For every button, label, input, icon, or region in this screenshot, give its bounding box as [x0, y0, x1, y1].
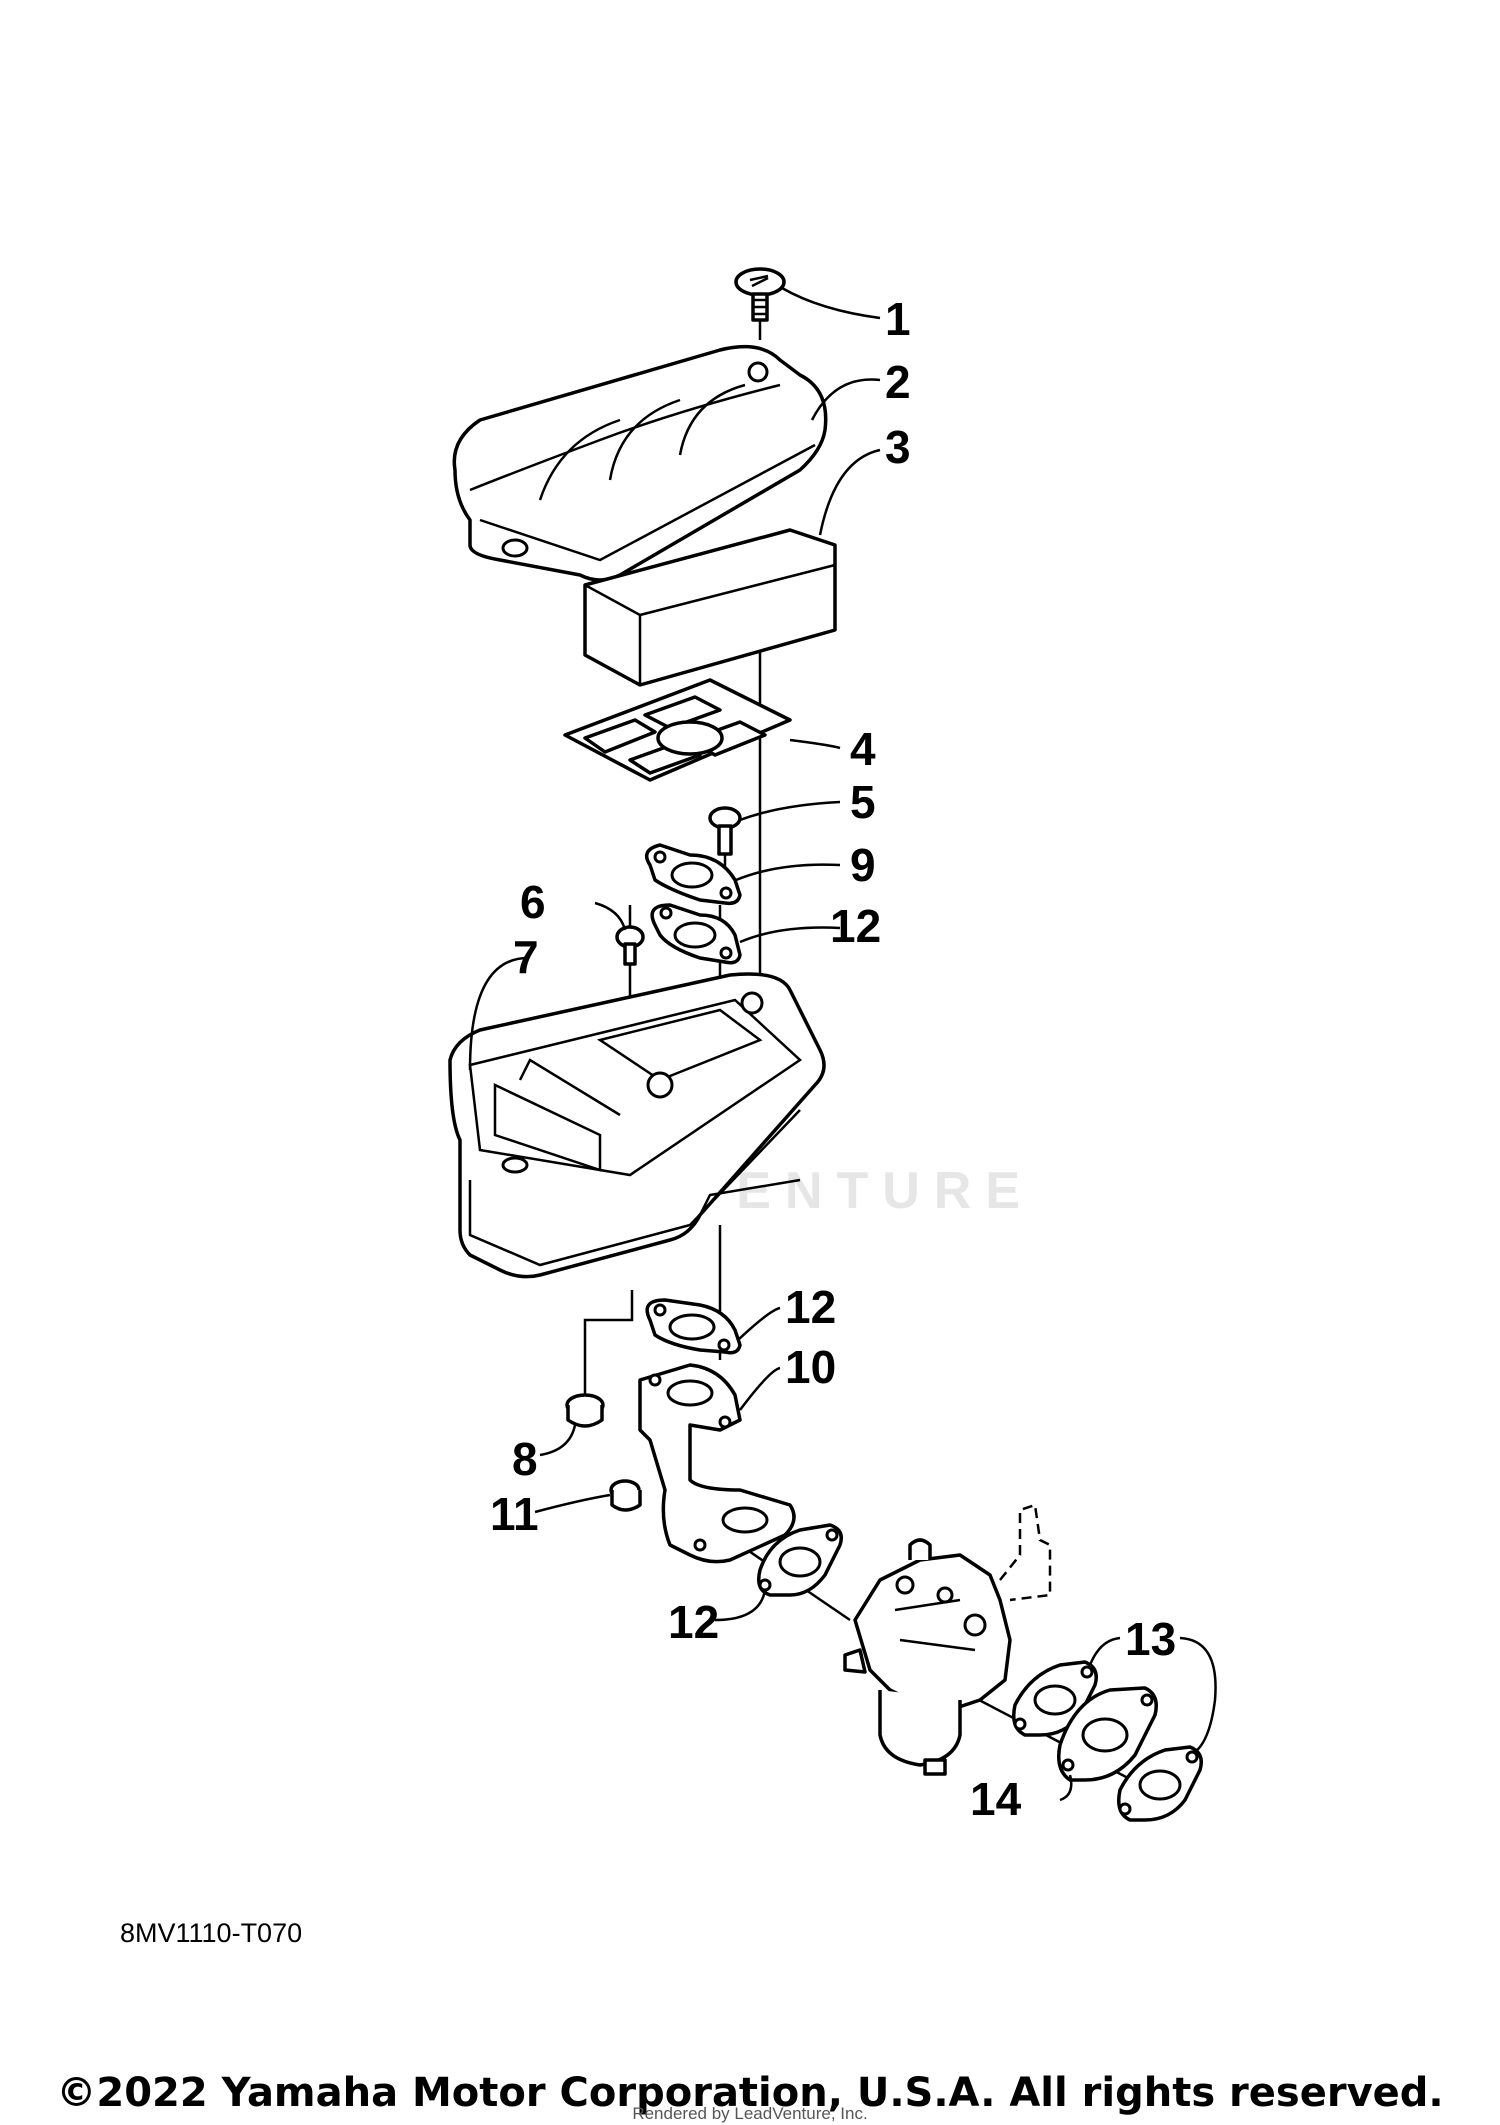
callout-2: 2: [885, 356, 911, 408]
part-14-spacer: [1057, 1686, 1158, 1782]
part-3-filter-element: [583, 528, 837, 687]
part-12-gasket-lower: [757, 1523, 843, 1597]
part-10-intake-joint: [638, 1363, 796, 1564]
part-7-case: [448, 972, 826, 1279]
part-5-bolt: [708, 806, 742, 880]
callout-4: 4: [850, 723, 876, 775]
callout-9: 9: [850, 839, 876, 891]
callout-14: 14: [970, 1773, 1022, 1825]
callout-5: 5: [850, 776, 876, 828]
callout-6: 6: [520, 876, 546, 928]
callout-12-lower: 12: [668, 1596, 719, 1648]
callout-8: 8: [512, 1433, 538, 1485]
part-2-cover: [452, 344, 828, 582]
part-12-gasket-upper: [650, 903, 742, 965]
rendered-by-notice: Rendered by LeadVenture, Inc.: [632, 2104, 868, 2123]
callout-13: 13: [1125, 1613, 1176, 1665]
diagram-code: 8MV1110-T070: [120, 1918, 303, 1948]
callout-3: 3: [885, 421, 911, 473]
callout-12-upper: 12: [830, 900, 881, 952]
callout-1: 1: [885, 293, 911, 345]
callout-12-middle: 12: [785, 1281, 836, 1333]
copyright-notice: ©2022 Yamaha Motor Corporation, U.S.A. A…: [56, 2070, 1444, 2116]
part-11-plug: [609, 1479, 642, 1512]
part-6-bolt: [615, 925, 645, 966]
part-12-gasket-middle: [645, 1298, 742, 1355]
part-8-drain: [565, 1393, 605, 1428]
part-4-screen: [563, 678, 792, 782]
part-13-gasket-b: [1117, 1745, 1203, 1822]
callout-11: 11: [490, 1488, 539, 1540]
part-9-gasket: [644, 843, 742, 906]
part-1-screw: [734, 267, 786, 340]
callout-7: 7: [513, 931, 539, 983]
carburetor: [843, 1503, 1052, 1776]
callout-10: 10: [785, 1341, 836, 1393]
